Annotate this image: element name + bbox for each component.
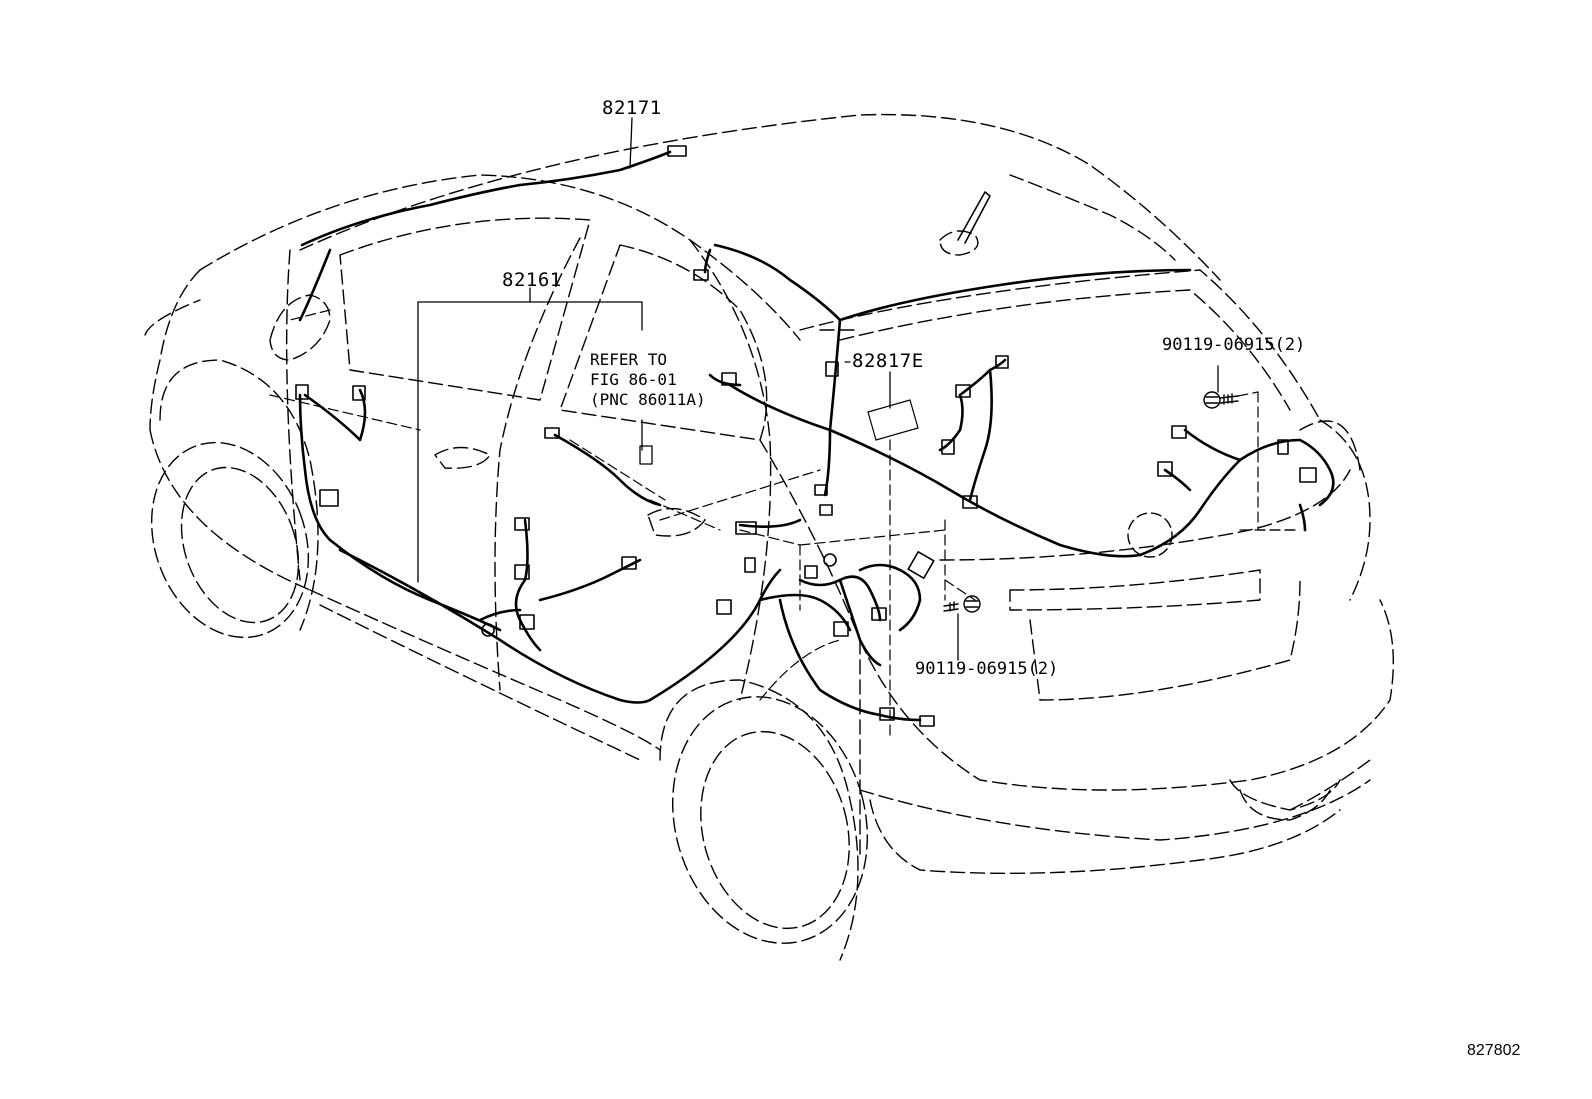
vehicle-body-outline <box>144 113 1395 875</box>
figure-number: 827802 <box>1467 1042 1521 1059</box>
label-part-82817e: 82817E <box>852 350 924 372</box>
label-bolt-upper: 90119-06915(2) <box>1162 335 1306 355</box>
refer-note-line1: REFER TO <box>590 350 668 369</box>
label-pad-82817e <box>867 399 919 441</box>
rear-wire-harness <box>693 243 1335 667</box>
floor-wire-harness <box>295 384 935 727</box>
rear-wheel <box>659 679 868 961</box>
far-rear-wheel <box>1239 789 1331 821</box>
label-part-82161: 82161 <box>502 269 562 291</box>
roof-wire-harness <box>298 145 687 322</box>
front-wheel <box>150 359 319 639</box>
dashed-reference-lines <box>269 309 1301 741</box>
refer-note-line3: (PNC 86011A) <box>590 390 706 409</box>
side-mirror <box>269 294 331 361</box>
label-part-82171: 82171 <box>602 97 662 119</box>
door-handles <box>434 446 706 537</box>
label-bolt-lower: 90119-06915(2) <box>915 659 1059 679</box>
bolt-lower-icon <box>943 595 981 613</box>
leader-lines <box>417 117 1219 661</box>
roof-antenna <box>957 191 991 244</box>
refer-note-line2: FIG 86-01 <box>590 370 677 389</box>
refer-note: REFER TO FIG 86-01 (PNC 86011A) <box>590 350 706 410</box>
bolt-upper-icon <box>1203 391 1239 409</box>
